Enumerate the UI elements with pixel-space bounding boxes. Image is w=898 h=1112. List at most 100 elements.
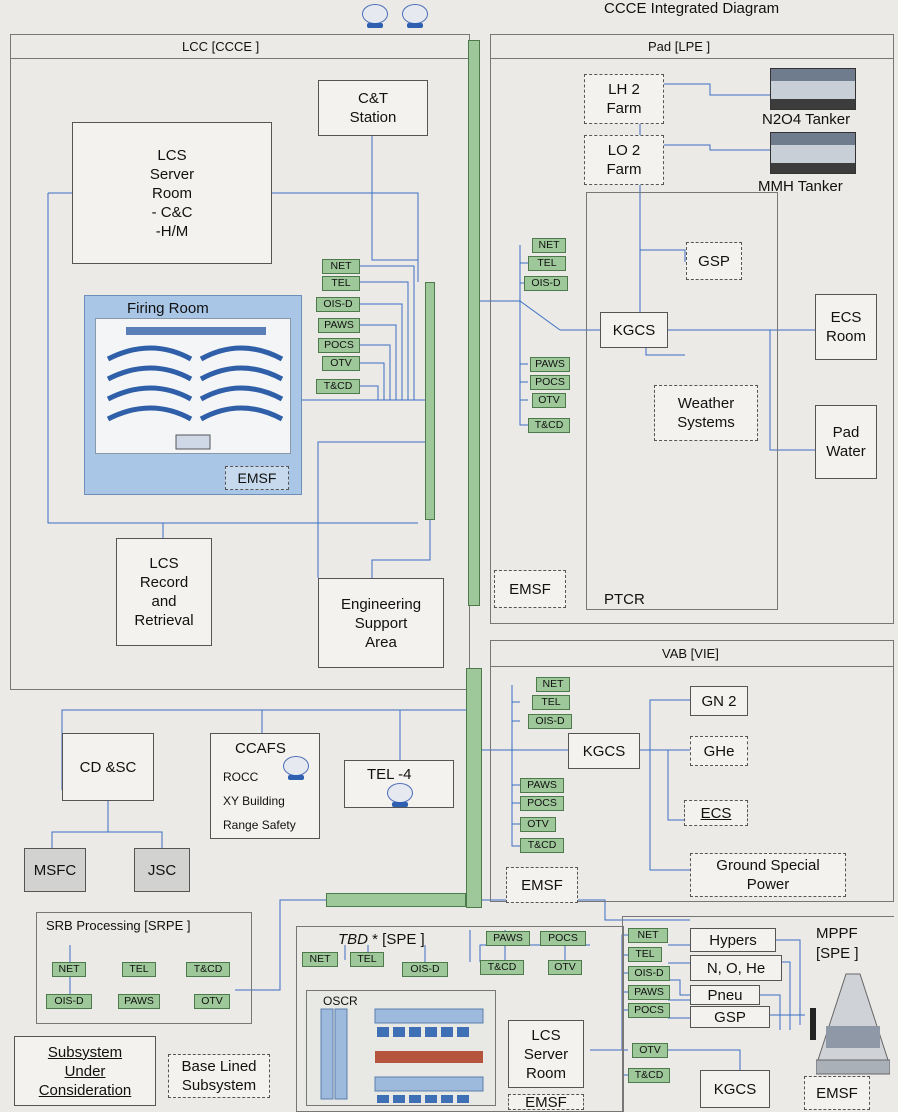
chip-paws: PAWS: [628, 985, 670, 1000]
chip-tel: TEL: [322, 276, 360, 291]
chip-paws: PAWS: [118, 994, 160, 1009]
capsule-graphic: [815, 973, 891, 1075]
lh2-label: Farm: [606, 100, 642, 117]
chip-paws: PAWS: [318, 318, 360, 333]
weather-systems-box: Weather Systems: [654, 385, 758, 441]
chip-tel: TEL: [528, 256, 566, 271]
chip-tcd: T&CD: [628, 1068, 670, 1083]
legend-dashed-label: Subsystem: [181, 1077, 257, 1094]
chip-tel: TEL: [532, 695, 570, 710]
firing-room-label: Firing Room: [127, 300, 209, 317]
n2o4-tanker-label: N2O4 Tanker: [762, 111, 851, 128]
ccafs-box: CCAFS ROCC XY Building Range Safety: [210, 733, 320, 839]
tbd-server-label: Server: [523, 1045, 569, 1063]
chip-tcd: T&CD: [520, 838, 564, 853]
lo2-label: LO 2: [607, 142, 641, 159]
mppf-panel: [622, 916, 894, 1112]
ct-station-label: C&T: [358, 90, 388, 107]
chip-ois-d: OIS-D: [524, 276, 568, 291]
chip-net: NET: [52, 962, 86, 977]
lo2-farm-box: LO 2 Farm: [584, 135, 664, 185]
vab-emsf-box: EMSF: [506, 867, 578, 903]
chip-tcd: T&CD: [528, 418, 570, 433]
legend-solid-label: Under: [64, 1062, 106, 1080]
tbd-emsf-box: EMSF: [508, 1094, 584, 1111]
chip-pocs: POCS: [520, 796, 564, 811]
chip-tcd: T&CD: [186, 962, 230, 977]
chip-otv: OTV: [322, 356, 360, 371]
oscr-floorplan-icon: [320, 1008, 484, 1103]
kgcs-box: KGCS: [600, 312, 668, 348]
chip-ois-d: OIS-D: [628, 966, 670, 981]
legend-solid-label: Subsystem: [47, 1043, 123, 1061]
weather-label: Weather: [677, 395, 735, 412]
gsp-box: GSP: [686, 242, 742, 280]
pad-water-box: Pad Water: [815, 405, 877, 479]
tbd-server-label: LCS: [531, 1026, 561, 1044]
range-safety-label: Range Safety: [223, 818, 296, 832]
chip-net: NET: [532, 238, 566, 253]
esa-label: Support: [354, 614, 408, 632]
pad-water-label: Pad: [832, 424, 860, 441]
tbd-title: TBD * [SPE ]: [338, 930, 425, 949]
pad-emsf-box: EMSF: [494, 570, 566, 608]
lcs-record-box: LCS Record and Retrieval: [116, 538, 212, 646]
tel4-label: TEL -4: [367, 766, 412, 783]
vab-title-divider: [490, 666, 894, 667]
ct-station-box: C&T Station: [318, 80, 428, 136]
pad-water-label: Water: [826, 443, 866, 460]
ptcr-area: [586, 192, 778, 610]
ecs-room-label: Room: [825, 328, 866, 345]
chip-ois-d: OIS-D: [528, 714, 572, 729]
satellite-dish-icon: [362, 4, 388, 28]
chip-ois-d: OIS-D: [402, 962, 448, 977]
vab-kgcs-box: KGCS: [568, 733, 640, 769]
chip-otv: OTV: [548, 960, 582, 975]
ecs-room-label: ECS: [830, 309, 862, 326]
vab-title: VAB [VIE]: [662, 646, 719, 661]
vab-ecs-box: ECS: [684, 800, 748, 826]
srb-title: SRB Processing [SRPE ]: [46, 918, 191, 933]
server-room-label: -H/M: [155, 222, 189, 240]
legend-solid-label: Consideration: [38, 1081, 132, 1099]
lcc-network-bus: [425, 282, 435, 520]
mppf-gsp-box: GSP: [690, 1006, 770, 1028]
mmh-tanker-image: [770, 132, 856, 174]
tbd-title-rest: * [SPE ]: [368, 931, 425, 948]
oscr-label: OSCR: [323, 994, 358, 1008]
record-label: and: [151, 593, 177, 610]
legend-dashed-box: Base Lined Subsystem: [168, 1054, 270, 1098]
server-room-label: LCS: [157, 146, 187, 164]
chip-pocs: POCS: [628, 1003, 670, 1018]
ecs-room-box: ECS Room: [815, 294, 877, 360]
firing-room-box: Firing Room EMSF: [84, 295, 302, 495]
lower-backbone-bus: [466, 668, 482, 908]
lo2-label: Farm: [606, 161, 642, 178]
gsp-label: Power: [746, 876, 790, 893]
msfc-box: MSFC: [24, 848, 86, 892]
oscr-area: OSCR: [306, 990, 496, 1106]
satellite-dish-icon: [283, 756, 309, 780]
gn2-box: GN 2: [690, 686, 748, 716]
ground-special-power-box: Ground Special Power: [690, 853, 846, 897]
chip-paws: PAWS: [520, 778, 564, 793]
pad-title-divider: [490, 58, 894, 59]
chip-net: NET: [536, 677, 570, 692]
chip-paws: PAWS: [530, 357, 570, 372]
ccafs-label: CCAFS: [235, 740, 286, 757]
ptcr-label: PTCR: [604, 591, 645, 608]
lcc-title-divider: [10, 58, 470, 59]
tbd-title-italic: TBD: [338, 931, 368, 948]
server-room-label: Server: [149, 165, 195, 183]
legend-dashed-label: Base Lined: [181, 1058, 257, 1075]
chip-tel: TEL: [122, 962, 156, 977]
chip-pocs: POCS: [540, 931, 586, 946]
mppf-title: MPPF: [816, 925, 858, 942]
main-backbone-bus: [468, 40, 480, 606]
mmh-tanker-label: MMH Tanker: [758, 178, 843, 195]
firing-room-floorplan: [95, 318, 291, 454]
lcs-server-room-box: LCS Server Room - C&C -H/M: [72, 122, 272, 264]
chip-otv: OTV: [520, 817, 556, 832]
